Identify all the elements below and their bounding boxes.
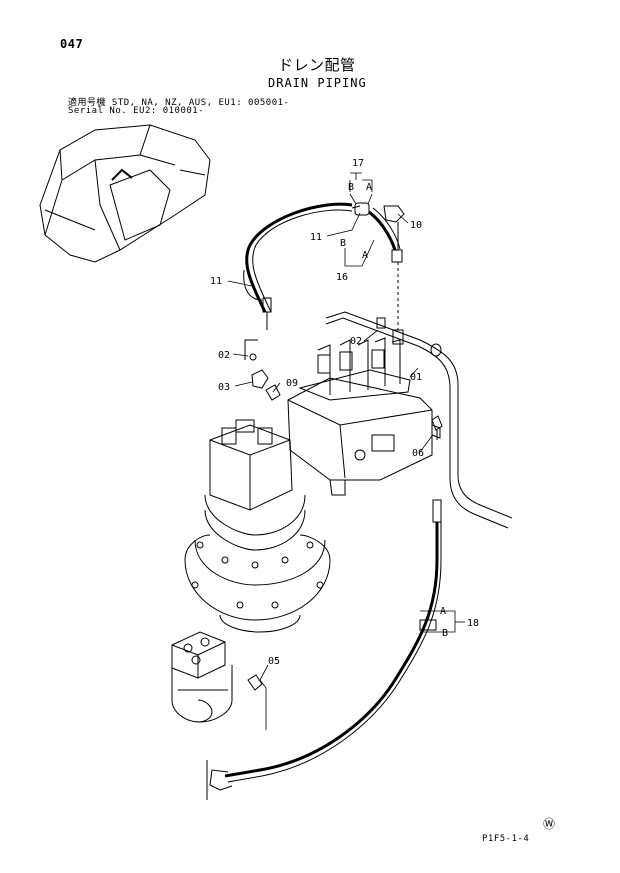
main-drain-pipe (325, 311, 513, 529)
fittings-left (244, 322, 281, 401)
callout-17-b: B (348, 182, 354, 193)
callout-02-valve: 02 (350, 336, 362, 347)
drain-hose-upper (243, 202, 353, 322)
center-joint (171, 631, 263, 723)
callout-17: 17 (352, 158, 364, 169)
page-number: 047 (60, 37, 84, 51)
callout-16-b: B (340, 238, 346, 249)
callout-05: 05 (268, 656, 280, 667)
title-english: DRAIN PIPING (268, 76, 367, 90)
callout-02-left: 02 (218, 350, 230, 361)
callout-03: 03 (218, 382, 230, 393)
callout-16-a: A (362, 250, 368, 261)
serial-applicability-line-1: 適用号機 STD, NA, NZ, AUS, EU1: 005001- (68, 98, 290, 108)
callout-09: 09 (286, 378, 298, 389)
callout-18: 18 (467, 618, 479, 629)
callout-16: 16 (336, 272, 348, 283)
drain-hose-lower (206, 499, 442, 800)
swing-motor (184, 419, 331, 633)
excavator-thumbnail (39, 124, 211, 263)
callout-11-left: 11 (210, 276, 222, 287)
callout-10: 10 (410, 220, 422, 231)
callout-labels: 17 B A 10 11 B A 16 11 02 03 09 02 01 06… (210, 158, 479, 667)
drain-hose-16 (351, 202, 405, 263)
title-japanese: ドレン配管 (278, 56, 356, 74)
callout-06: 06 (412, 448, 424, 459)
callout-leaders (227, 172, 465, 730)
callout-17-a: A (366, 182, 372, 193)
watermark-seal: Ⓦ (543, 817, 556, 831)
control-valve (287, 337, 441, 496)
callout-01: 01 (410, 372, 422, 383)
callout-18-a: A (440, 606, 446, 617)
callout-11-upper: 11 (310, 232, 322, 243)
fitting-06 (431, 415, 443, 440)
serial-applicability-line-2: Serial No. EU2: 010001- (68, 106, 205, 116)
callout-18-b: B (442, 628, 448, 639)
figure-code: P1F5-1-4 (482, 834, 530, 844)
